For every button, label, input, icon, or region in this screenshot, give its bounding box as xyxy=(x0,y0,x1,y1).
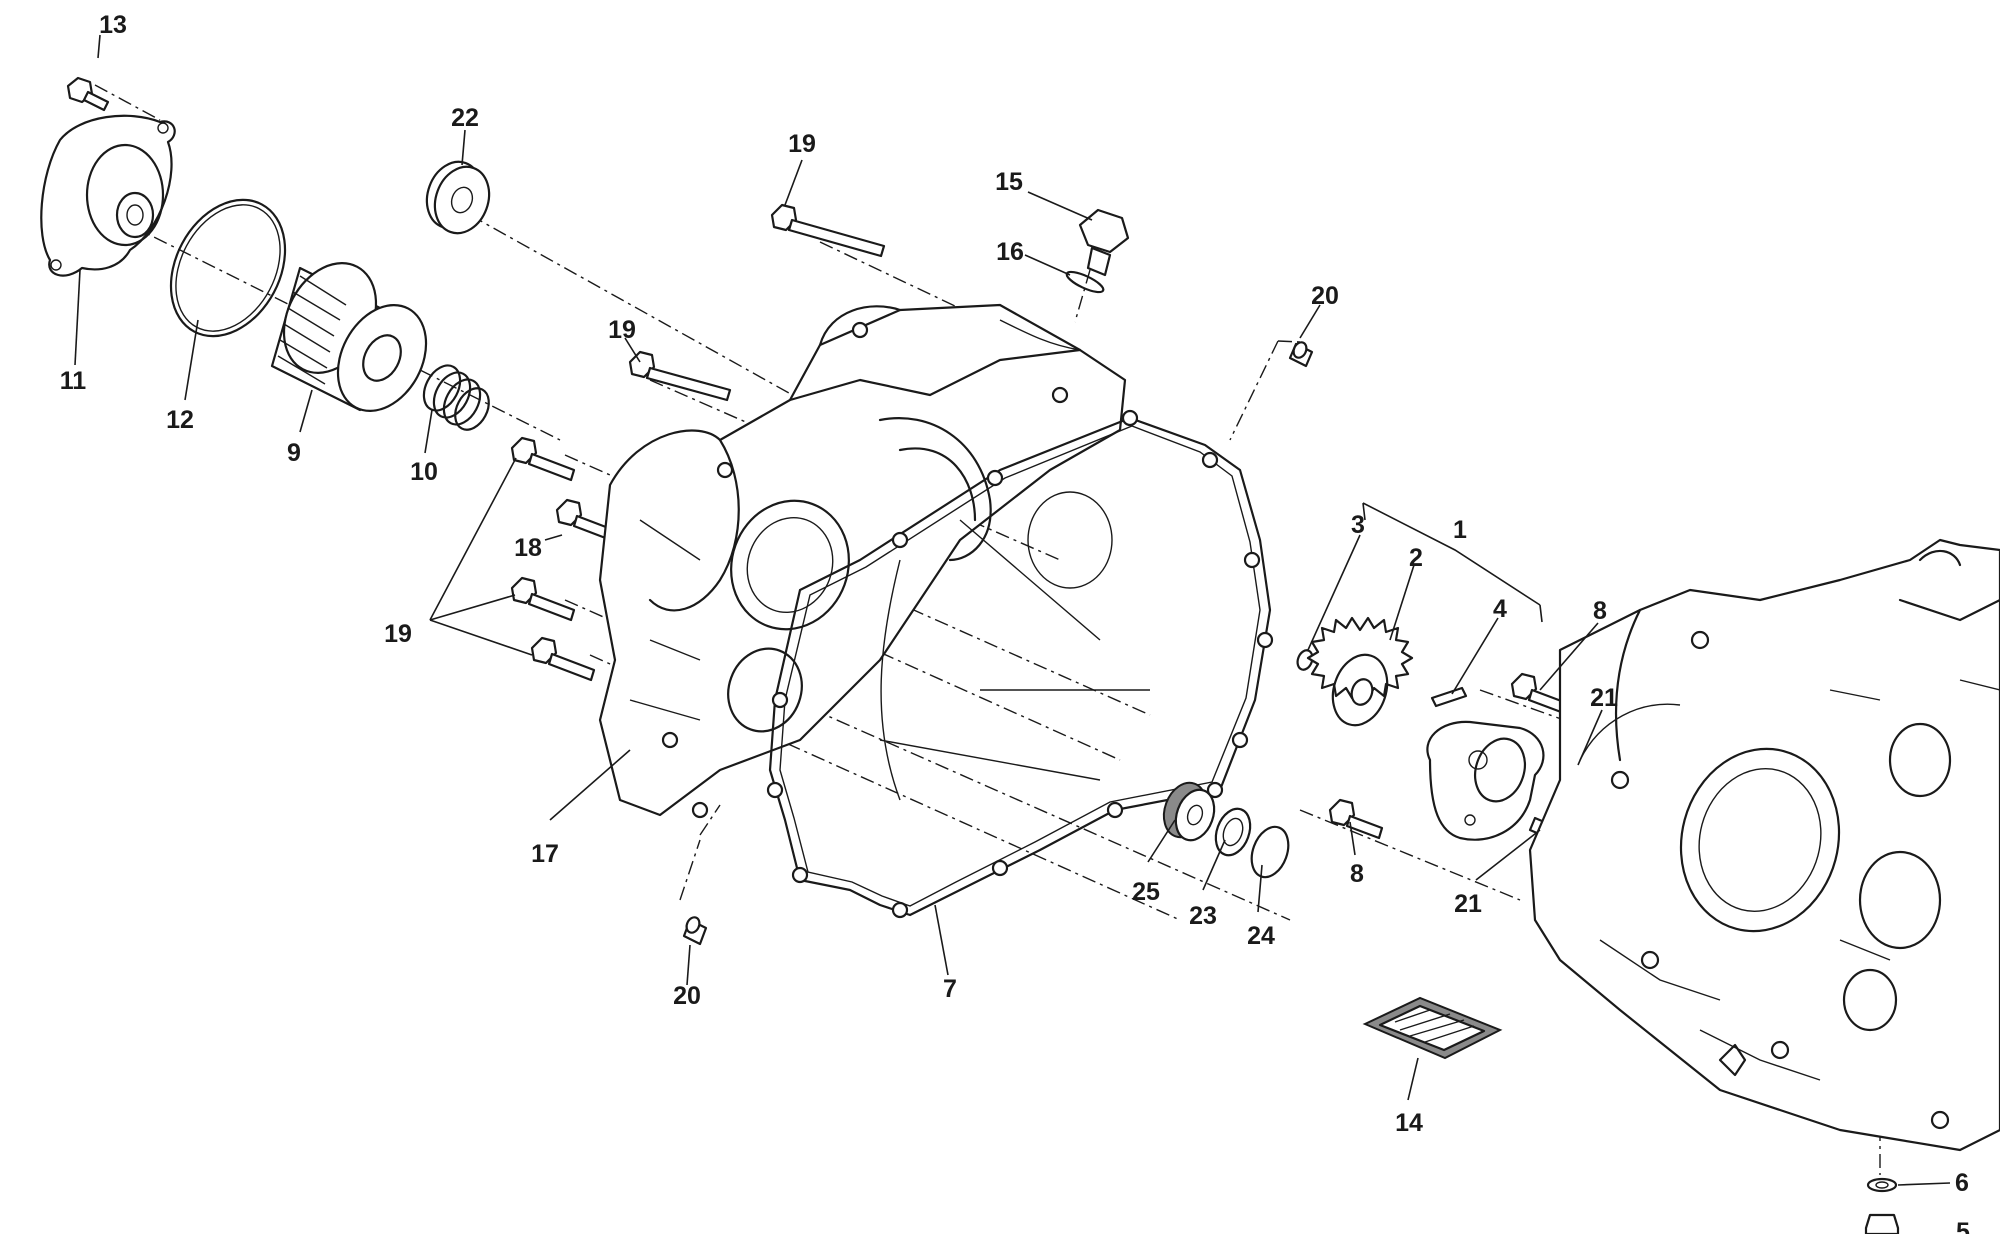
part-15-dipstick xyxy=(1078,208,1130,277)
callout-8: 8 xyxy=(1350,860,1364,888)
callout-21: 21 xyxy=(1590,684,1618,712)
crankcase xyxy=(1528,538,2000,1152)
callout-12: 12 xyxy=(166,406,194,434)
part-2-pump-gear xyxy=(1306,616,1414,727)
callout-19: 19 xyxy=(788,130,816,158)
part-20-dowel-upper xyxy=(1288,341,1314,368)
callout-6: 6 xyxy=(1955,1169,1969,1197)
part-11-filter-cover xyxy=(40,114,176,277)
callout-23: 23 xyxy=(1189,902,1217,930)
part-10-spring xyxy=(422,364,490,431)
callout-18: 18 xyxy=(514,534,542,562)
part-25-seal xyxy=(1162,781,1216,842)
part-3-snap-ring xyxy=(1296,649,1314,671)
callout-15: 15 xyxy=(995,168,1023,196)
leader-lines xyxy=(74,34,1951,1186)
callout-17: 17 xyxy=(531,840,559,868)
callout-3: 3 xyxy=(1351,511,1365,539)
part-7-gasket xyxy=(766,409,1274,919)
part-22-seal xyxy=(425,160,491,235)
callout-5: 5 xyxy=(1956,1218,1970,1234)
callout-8: 8 xyxy=(1593,597,1607,625)
callout-9: 9 xyxy=(287,439,301,467)
part-9-oil-filter xyxy=(270,262,428,412)
part-20-dowel-lower xyxy=(682,916,708,946)
callout-21: 21 xyxy=(1454,890,1482,918)
callout-11: 11 xyxy=(60,367,87,395)
callout-1: 1 xyxy=(1453,516,1467,544)
part-oil-pump-body xyxy=(1426,720,1545,841)
part-8-bolt-upper xyxy=(1510,672,1566,714)
callout-labels: 13 22 19 15 16 20 11 12 9 10 19 18 19 3 … xyxy=(60,11,1970,1234)
callout-13: 13 xyxy=(99,11,127,39)
part-24-circlip xyxy=(1250,825,1290,879)
callout-14: 14 xyxy=(1395,1109,1423,1137)
callout-25: 25 xyxy=(1132,878,1160,906)
callout-19: 19 xyxy=(384,620,412,648)
part-23-washer xyxy=(1214,807,1252,857)
part-6-washer xyxy=(1866,1177,1898,1193)
callout-20: 20 xyxy=(673,982,701,1010)
part-17-clutch-cover xyxy=(598,303,1127,819)
part-14-strainer xyxy=(1362,996,1503,1060)
callout-4: 4 xyxy=(1493,595,1507,623)
callout-16: 16 xyxy=(996,238,1024,266)
callout-10: 10 xyxy=(410,458,438,486)
callout-7: 7 xyxy=(943,975,957,1003)
part-5-drain-plug xyxy=(1864,1213,1900,1234)
callout-20: 20 xyxy=(1311,282,1339,310)
bolts-19-18 xyxy=(510,203,886,682)
callout-19: 19 xyxy=(608,316,636,344)
callout-22: 22 xyxy=(451,104,479,132)
part-8-bolt-lower xyxy=(1328,798,1384,840)
assembly-1-bracket xyxy=(1362,502,1543,623)
callout-2: 2 xyxy=(1409,544,1423,572)
part-4-pin xyxy=(1430,686,1468,708)
callout-24: 24 xyxy=(1247,922,1275,950)
part-13-bolt xyxy=(66,76,110,112)
